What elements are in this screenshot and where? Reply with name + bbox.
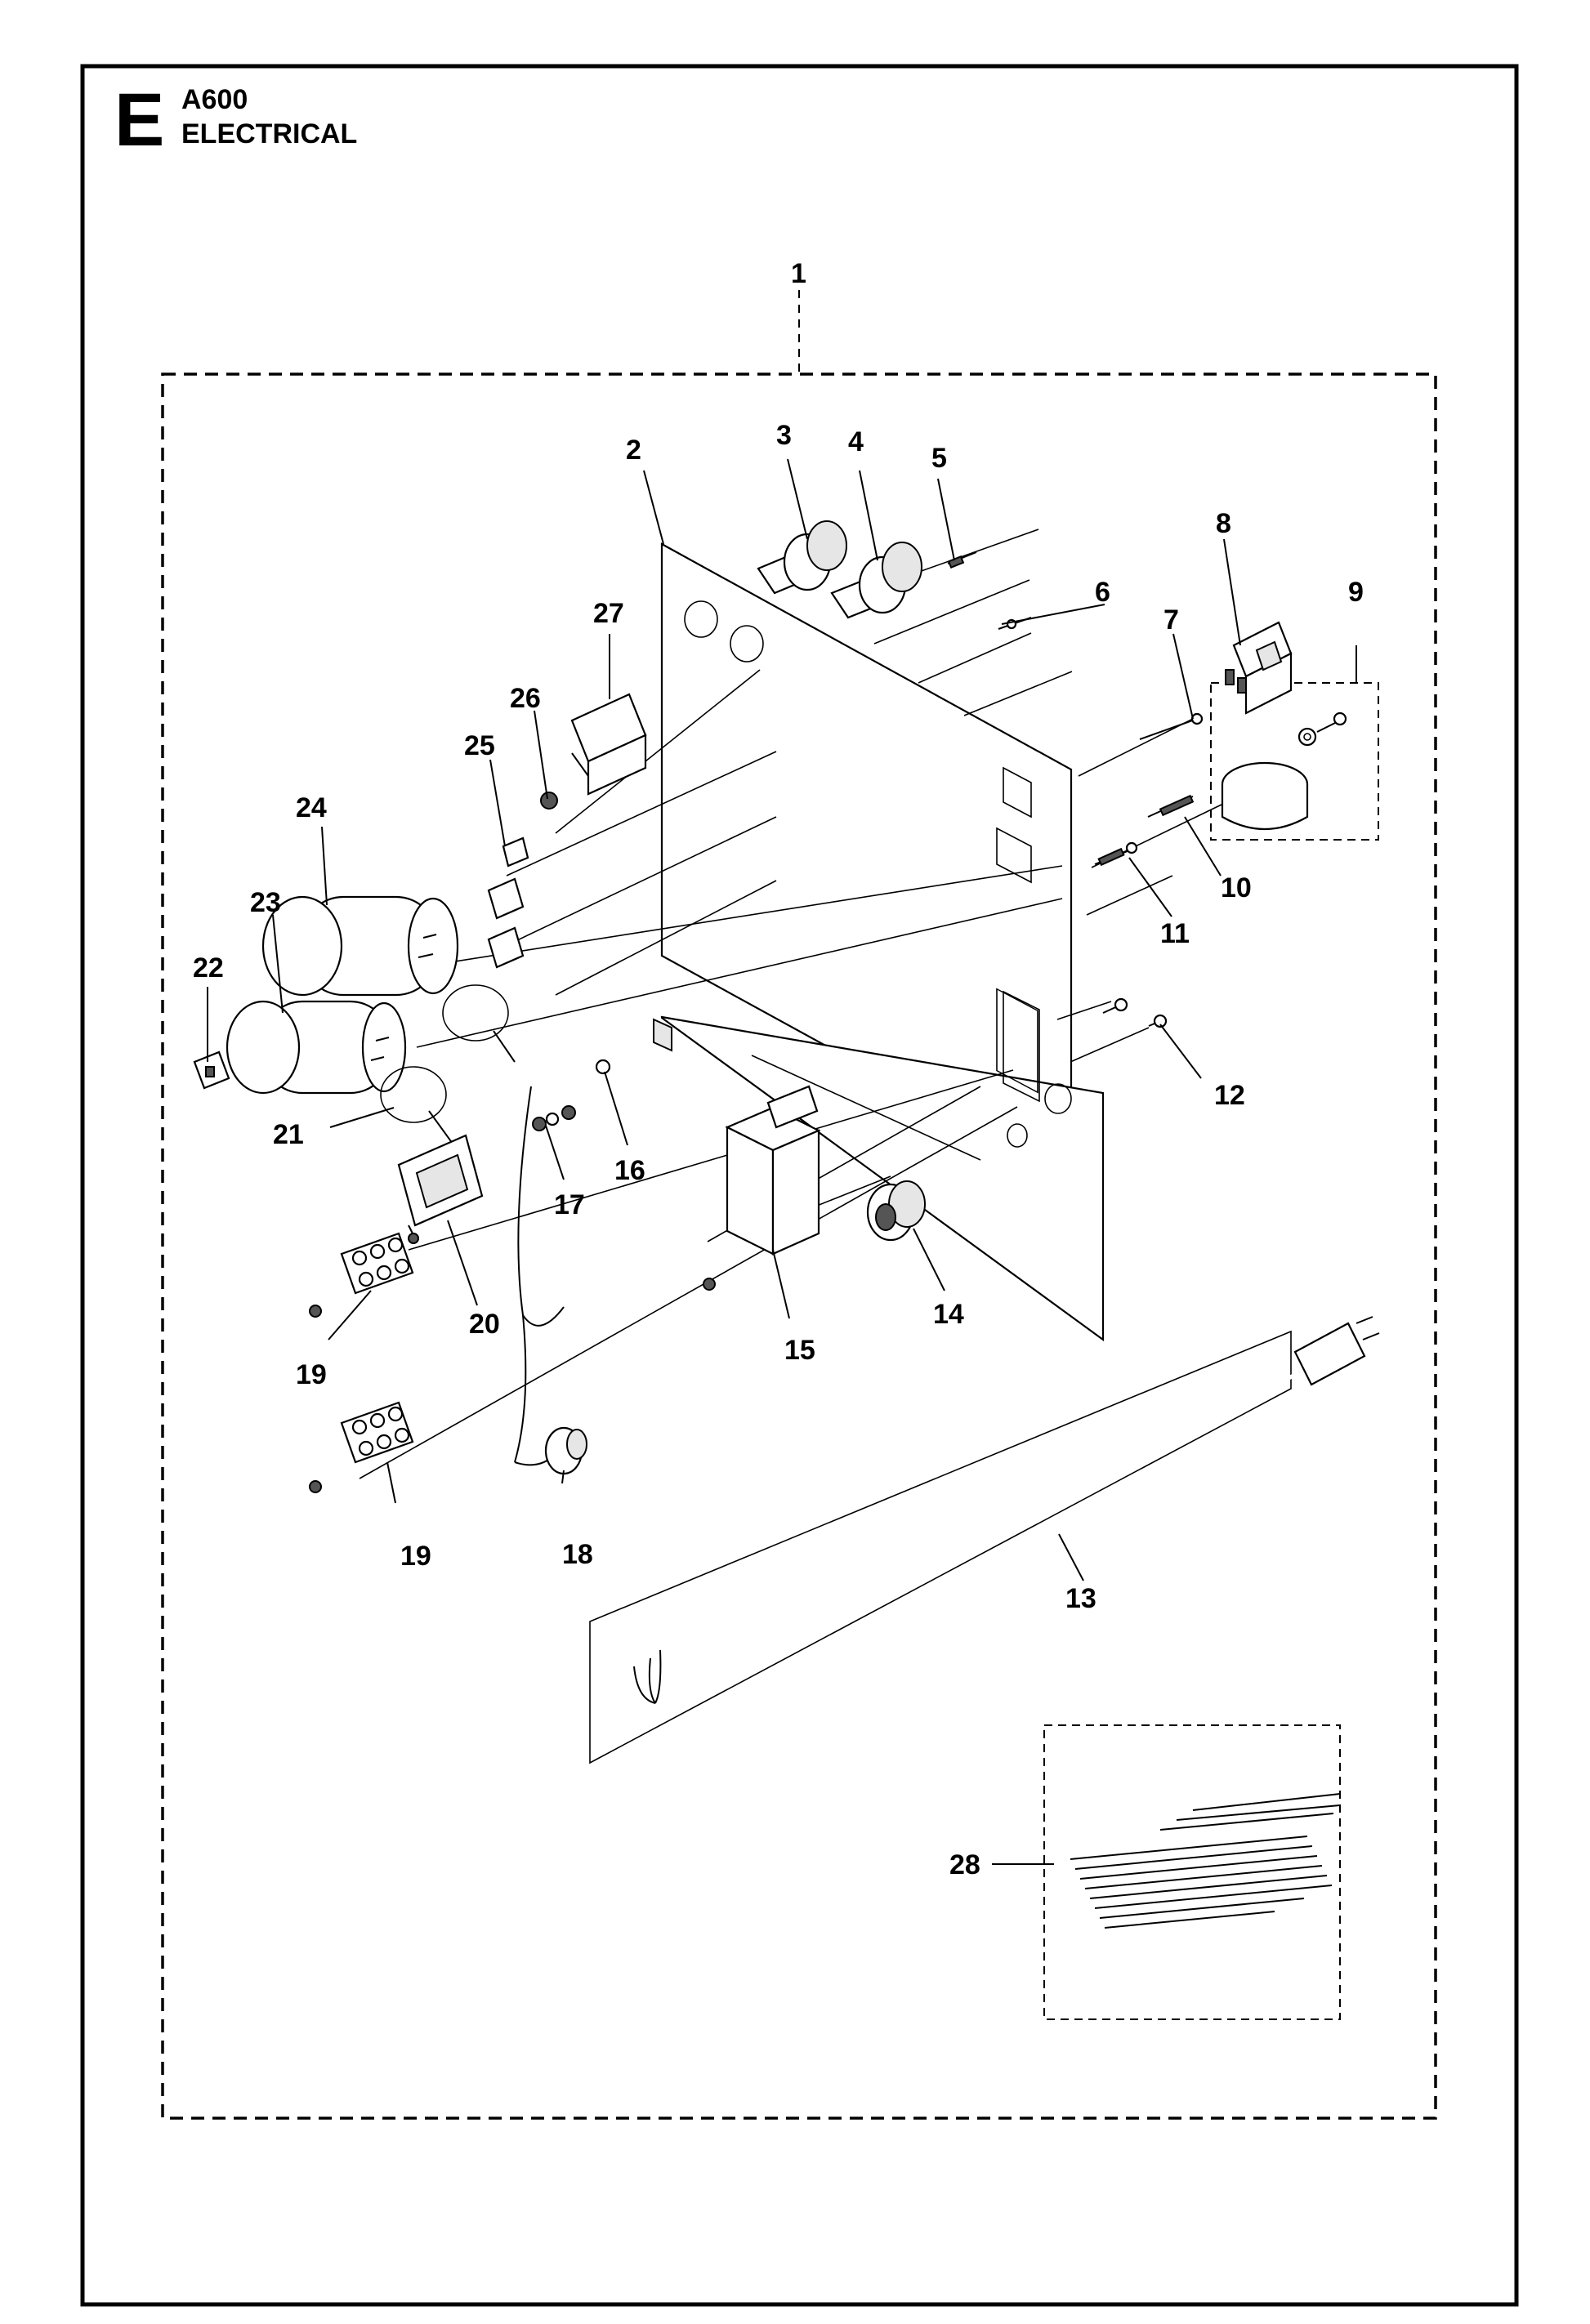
clip-22	[193, 1050, 230, 1090]
cable-panel	[589, 1330, 1292, 1764]
washer-16	[595, 1059, 611, 1075]
power-inlet-20	[397, 1134, 484, 1244]
terminal-block-19a	[309, 1232, 414, 1318]
wire-kit-28	[1070, 1793, 1341, 1929]
bolt-12b	[1148, 1014, 1168, 1028]
callout-15: 15	[784, 1335, 815, 1366]
callout-19b: 19	[400, 1541, 431, 1572]
screw-5	[947, 551, 977, 569]
transformer-15	[703, 1085, 821, 1291]
callout-12: 12	[1214, 1080, 1245, 1111]
terminal-block-19b	[309, 1401, 414, 1493]
kit-boundary-9	[1210, 682, 1379, 841]
bolt-12a	[1102, 997, 1128, 1014]
callout-18: 18	[562, 1539, 593, 1570]
indicator-lamp-18	[514, 1086, 587, 1475]
nut-26	[540, 792, 558, 810]
callout-22: 22	[193, 952, 224, 984]
callout-2: 2	[626, 435, 641, 466]
clamp-9	[1221, 711, 1347, 830]
section-letter: E	[114, 78, 164, 162]
relay-27	[570, 693, 647, 796]
callout-4: 4	[848, 426, 864, 457]
fuse-holder-3	[757, 520, 847, 595]
model-name: A600	[181, 84, 248, 115]
callout-24: 24	[296, 792, 327, 823]
bolt-11	[1094, 841, 1138, 867]
fuse-holder-4	[830, 542, 922, 619]
callout-20: 20	[469, 1309, 500, 1340]
callout-21: 21	[273, 1119, 304, 1150]
callout-11: 11	[1160, 918, 1190, 949]
callout-14: 14	[933, 1299, 964, 1330]
callout-13: 13	[1065, 1583, 1096, 1614]
callout-5: 5	[931, 443, 947, 474]
rocker-switch-8	[1225, 621, 1293, 715]
callout-26: 26	[510, 683, 541, 714]
callout-28: 28	[949, 1849, 980, 1880]
callout-3: 3	[776, 420, 792, 451]
callout-23: 23	[250, 887, 281, 918]
callout-17: 17	[554, 1189, 585, 1220]
callout-16: 16	[614, 1155, 645, 1186]
cable-gland-14	[866, 1180, 926, 1242]
callout-1: 1	[791, 258, 806, 289]
capacitor-23	[226, 1000, 407, 1095]
callout-10: 10	[1221, 872, 1252, 903]
outer-frame	[80, 64, 1519, 2307]
panel-plate	[653, 542, 1105, 1342]
callout-6: 6	[1095, 577, 1110, 608]
leader-lines	[207, 458, 1241, 1581]
callout-19a: 19	[296, 1359, 327, 1390]
cable-tie-21	[380, 984, 516, 1144]
callout-27: 27	[593, 598, 624, 629]
bracket-25	[487, 836, 529, 969]
kit-boundary-28	[1043, 1724, 1341, 2020]
assembly-boundary	[161, 372, 1437, 2120]
bolt-10	[1147, 794, 1195, 818]
section-title: ELECTRICAL	[181, 118, 357, 149]
callout-25: 25	[464, 730, 495, 761]
callout-8: 8	[1216, 508, 1231, 539]
capacitor-24	[261, 895, 459, 997]
power-cord-13	[633, 1316, 1380, 1706]
callout-7: 7	[1163, 604, 1179, 636]
callout-9: 9	[1348, 577, 1364, 608]
screw-7	[1139, 712, 1204, 740]
nut-17	[532, 1105, 576, 1131]
